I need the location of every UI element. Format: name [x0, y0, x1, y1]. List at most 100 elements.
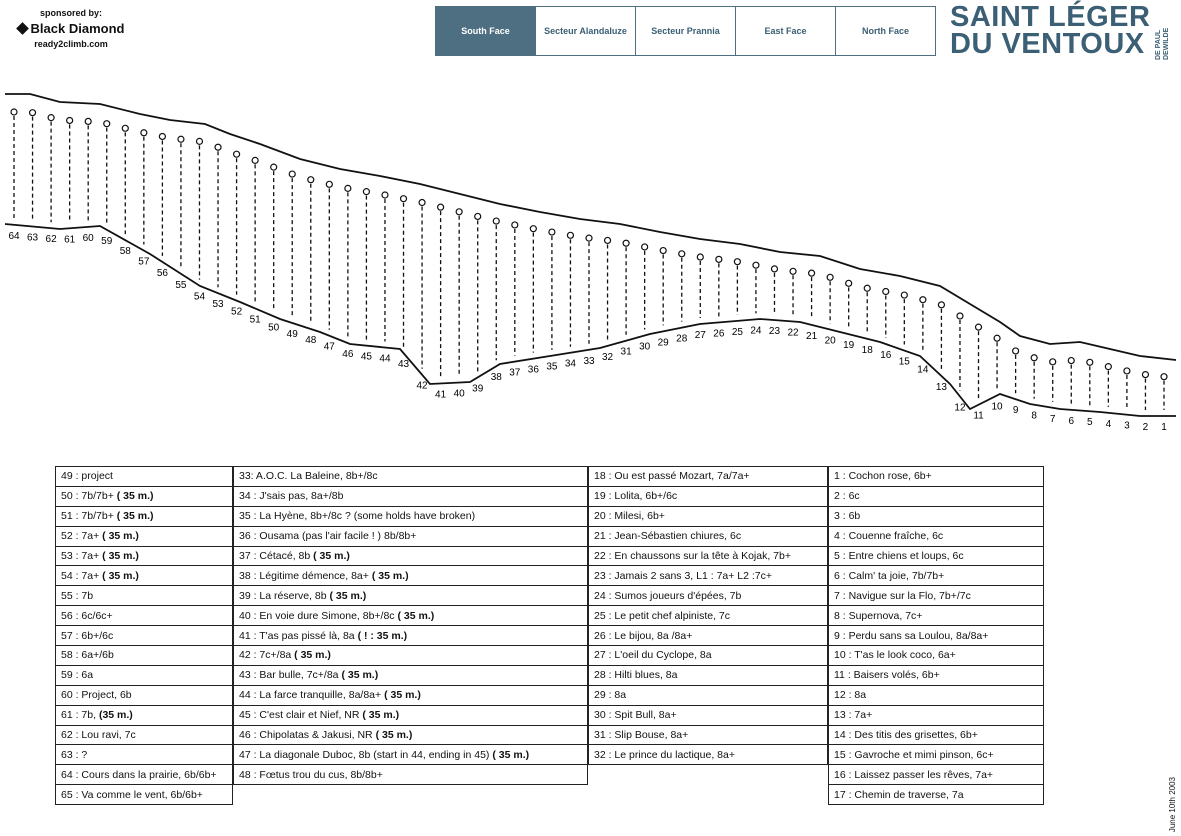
topo-route-number: 8: [1031, 411, 1037, 422]
route-name: 44 : La farce tranquille, 8a/8a+: [239, 689, 382, 702]
anchor-mark: [140, 129, 148, 137]
anchor-mark: [937, 301, 946, 309]
route-name: 15 : Gavroche et mimi pinson, 6c+: [834, 748, 994, 761]
route-row: 62 : Lou ravi, 7c: [55, 724, 233, 746]
sponsor-block: sponsored by: Black Diamond ready2climb.…: [6, 8, 136, 49]
anchor-mark: [900, 291, 908, 299]
route-name: 8 : Supernova, 7c+: [834, 609, 923, 622]
route-row: 42 : 7c+/8a ( 35 m.): [233, 645, 588, 666]
route-entry: 20 : Milesi, 6b+: [588, 505, 828, 527]
route-row: 46 : Chipolatas & Jakusi, NR ( 35 m.): [233, 724, 588, 746]
sponsor-url[interactable]: ready2climb.com: [34, 39, 108, 49]
topo-route-number: 40: [454, 389, 466, 400]
route-length: ( 35 m.): [341, 669, 379, 682]
route-name: 20 : Milesi, 6b+: [594, 510, 665, 523]
route-entry: 43 : Bar bulle, 7c+/8a ( 35 m.): [233, 664, 588, 686]
route-length: ( 35 m.): [313, 550, 350, 562]
tab-north-face[interactable]: North Face: [836, 6, 936, 56]
route-entry: 57 : 6b+/6c: [55, 625, 233, 647]
route-name: 57 : 6b+/6c: [61, 629, 114, 642]
route-row: 38 : Légitime démence, 8a+ ( 35 m.): [233, 565, 588, 587]
route-entry: 4 : Couenne fraîche, 6c: [828, 525, 1044, 547]
route-length: (35 m.): [98, 709, 133, 722]
topo-route-number: 11: [973, 411, 984, 422]
route-row: 58 : 6a+/6b: [55, 645, 233, 666]
route-length: ( 35 m.): [329, 589, 367, 602]
anchor-mark: [752, 261, 760, 269]
site-logo[interactable]: SAINT LÉGER DU VENTOUX DE PAUL DEWILDE: [950, 3, 1176, 61]
route-name: 6 : Calm' ta joie, 7b/7b+: [834, 569, 945, 582]
route-row: 5 : Entre chiens et loups, 6c: [828, 545, 1044, 567]
route-entry: 34 : J'sais pas, 8a+/8b: [233, 485, 588, 507]
route-entry: 46 : Chipolatas & Jakusi, NR ( 35 m.): [233, 724, 588, 746]
route-row: 36 : Ousama (pas l'air facile ! ) 8b/8b+: [233, 525, 588, 547]
route-entry: 63 : ?: [55, 744, 233, 766]
topo-route-number: 38: [491, 372, 503, 383]
route-entry: 41 : T'as pas pissé là, 8a ( ! : 35 m.): [233, 625, 588, 647]
anchor-mark: [1086, 358, 1094, 366]
anchor-mark: [1123, 367, 1131, 375]
route-entry: 13 : 7a+: [828, 704, 1044, 726]
route-name: 21 : Jean-Sébastien chiures, 6c: [594, 530, 742, 543]
route-name: 38 : Légitime démence, 8a+: [239, 569, 369, 582]
route-name: 16 : Laissez passer les rêves, 7a+: [834, 768, 994, 781]
route-row: 44 : La farce tranquille, 8a/8a+ ( 35 m.…: [233, 684, 588, 706]
anchor-mark: [214, 143, 222, 151]
route-entry: 38 : Légitime démence, 8a+ ( 35 m.): [233, 565, 588, 587]
topo-route-number: 16: [880, 350, 892, 361]
anchor-mark: [566, 231, 575, 239]
route-name: 30 : Spit Bull, 8a+: [594, 709, 677, 722]
route-name: 49 : project: [61, 470, 113, 483]
anchor-mark: [1049, 358, 1057, 366]
topo-route-number: 41: [435, 389, 447, 400]
anchor-mark: [529, 225, 537, 233]
route-name: 10 : T'as le look coco, 6a+: [834, 649, 956, 662]
route-row: 50 : 7b/7b+ ( 35 m.): [55, 485, 233, 507]
anchor-mark: [603, 236, 612, 245]
route-name: 4 : Couenne fraîche, 6c: [834, 530, 944, 543]
route-entry: 14 : Des titis des grisettes, 6b+: [828, 724, 1044, 746]
route-row: 59 : 6a: [55, 664, 233, 686]
route-name: 42 : 7c+/8a: [239, 649, 292, 662]
tab-secteur-prannia[interactable]: Secteur Prannia: [636, 6, 736, 56]
topo-route-number: 9: [1013, 405, 1019, 416]
anchor-mark: [10, 108, 18, 116]
topo-route-number: 14: [917, 365, 929, 376]
tab-east-face[interactable]: East Face: [736, 6, 836, 56]
anchor-mark: [678, 250, 686, 258]
route-column-3: 18 : Ou est passé Mozart, 7a/7a+19 : Lol…: [588, 466, 828, 766]
route-row: 48 : Fœtus trou du cus, 8b/8b+: [233, 764, 588, 786]
route-entry: 28 : Hilti blues, 8a: [588, 664, 828, 686]
topo-route-number: 35: [546, 362, 558, 373]
anchor-mark: [177, 135, 185, 143]
route-length: ( 35 m.): [371, 569, 409, 582]
route-row: 15 : Gavroche et mimi pinson, 6c+: [828, 744, 1044, 766]
anchor-mark: [492, 217, 500, 225]
route-row: 33: A.O.C. La Baleine, 8b+/8c: [233, 466, 588, 487]
route-name: 27 : L'oeil du Cyclope, 8a: [594, 649, 712, 662]
anchor-mark: [548, 228, 556, 236]
route-row: 61 : 7b, (35 m.): [55, 704, 233, 726]
route-length: ( 35 m.): [384, 689, 421, 702]
anchor-mark: [511, 221, 519, 229]
anchor-mark: [956, 312, 964, 320]
route-row: 39 : La réserve, 8b ( 35 m.): [233, 585, 588, 607]
route-length: ( 35 m.): [375, 729, 413, 742]
route-entry: 64 : Cours dans la prairie, 6b/6b+: [55, 764, 233, 786]
route-name: 52 : 7a+: [61, 530, 100, 543]
topo-route-number: 6: [1068, 416, 1074, 427]
route-entry: 45 : C'est clair et Nief, NR ( 35 m.): [233, 704, 588, 726]
route-name: 29 : 8a: [594, 689, 627, 702]
topo-route-number: 26: [713, 328, 725, 339]
tab-secteur-alandaluze[interactable]: Secteur Alandaluze: [536, 6, 636, 56]
route-entry: 3 : 6b: [828, 505, 1044, 527]
topo-route-number: 59: [101, 236, 113, 247]
route-row: 54 : 7a+ ( 35 m.): [55, 565, 233, 587]
anchor-mark: [28, 109, 37, 117]
route-row: 21 : Jean-Sébastien chiures, 6c: [588, 525, 828, 547]
topo-route-number: 57: [138, 257, 150, 268]
anchor-mark: [696, 253, 704, 261]
tab-south-face[interactable]: South Face: [435, 6, 536, 56]
